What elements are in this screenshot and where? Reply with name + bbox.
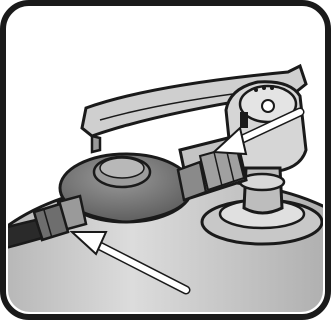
valve-mark-dot bbox=[270, 86, 274, 90]
valve-mark-dot bbox=[254, 88, 258, 92]
regulator-inlet bbox=[178, 162, 206, 200]
valve-knob-center bbox=[262, 100, 274, 112]
valve-label-block bbox=[240, 112, 248, 128]
handle-leg-left bbox=[92, 136, 100, 152]
regulator-cap-top bbox=[100, 158, 144, 178]
valve-mark-dot bbox=[262, 86, 266, 90]
